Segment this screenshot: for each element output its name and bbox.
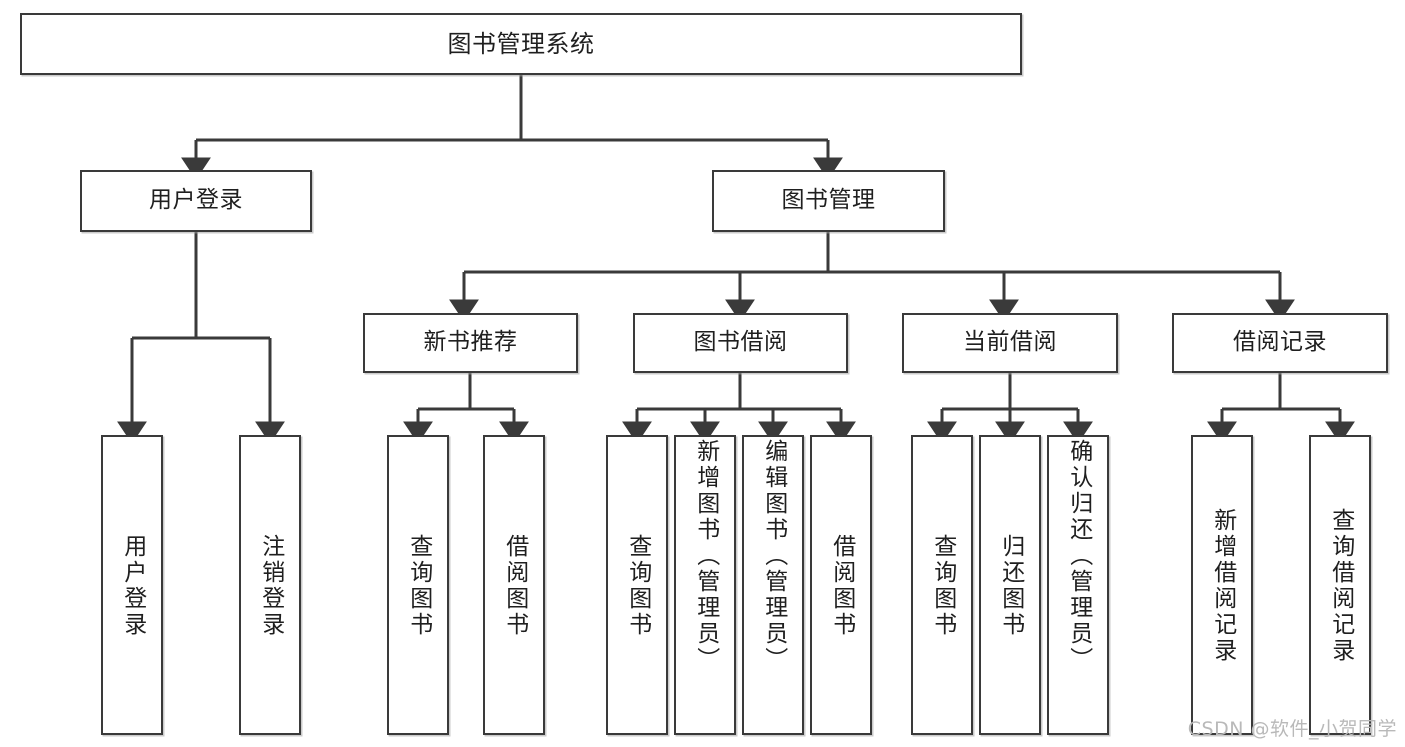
csdn-watermark: CSDN @软件_小贺同学 — [1187, 718, 1397, 740]
leaf-label: 查询图书 — [405, 534, 432, 638]
leaf-book-borrow-add-book-admin[interactable]: 新增图书（管理员） — [674, 435, 736, 735]
node-borrow-record-label: 借阅记录 — [1233, 329, 1327, 356]
leaf-current-borrow-confirm-return-admin[interactable]: 确认归还（管理员） — [1047, 435, 1109, 735]
node-current-borrow[interactable]: 当前借阅 — [902, 313, 1118, 373]
node-root-book-management-system[interactable]: 图书管理系统 — [20, 13, 1022, 75]
leaf-user-login-logout[interactable]: 注销登录 — [239, 435, 301, 735]
leaf-borrow-record-add-record[interactable]: 新增借阅记录 — [1191, 435, 1253, 735]
leaf-label: 借阅图书 — [828, 534, 855, 638]
leaf-label: 查询借阅记录 — [1327, 508, 1354, 664]
leaf-new-book-borrow-book[interactable]: 借阅图书 — [483, 435, 545, 735]
node-book-management[interactable]: 图书管理 — [712, 170, 945, 232]
node-borrow-record[interactable]: 借阅记录 — [1172, 313, 1388, 373]
leaf-book-borrow-edit-book-admin[interactable]: 编辑图书（管理员） — [742, 435, 804, 735]
leaf-book-borrow-borrow-book[interactable]: 借阅图书 — [810, 435, 872, 735]
node-user-login-label: 用户登录 — [149, 187, 243, 214]
node-root-label: 图书管理系统 — [447, 29, 595, 58]
node-new-book-recommend[interactable]: 新书推荐 — [363, 313, 578, 373]
leaf-label: 编辑图书（管理员） — [760, 439, 787, 673]
leaf-user-login-login[interactable]: 用户登录 — [101, 435, 163, 735]
leaf-new-book-query-book[interactable]: 查询图书 — [387, 435, 449, 735]
node-book-borrow[interactable]: 图书借阅 — [633, 313, 848, 373]
node-new-book-recommend-label: 新书推荐 — [423, 329, 518, 356]
leaf-label: 注销登录 — [257, 534, 284, 638]
leaf-label: 归还图书 — [997, 534, 1024, 638]
node-book-management-label: 图书管理 — [781, 187, 876, 214]
leaf-label: 确认归还（管理员） — [1065, 439, 1092, 673]
leaf-current-borrow-return-book[interactable]: 归还图书 — [979, 435, 1041, 735]
leaf-current-borrow-query-book[interactable]: 查询图书 — [911, 435, 973, 735]
node-current-borrow-label: 当前借阅 — [963, 329, 1057, 356]
leaf-label: 用户登录 — [119, 534, 146, 638]
node-book-borrow-label: 图书借阅 — [693, 329, 788, 356]
leaf-label: 查询图书 — [624, 534, 651, 638]
leaf-borrow-record-query-record[interactable]: 查询借阅记录 — [1309, 435, 1371, 735]
leaf-label: 查询图书 — [929, 534, 956, 638]
leaf-book-borrow-query-book[interactable]: 查询图书 — [606, 435, 668, 735]
leaf-label: 新增图书（管理员） — [692, 439, 719, 673]
node-user-login[interactable]: 用户登录 — [80, 170, 312, 232]
leaf-label: 新增借阅记录 — [1209, 508, 1236, 664]
leaf-label: 借阅图书 — [501, 534, 528, 638]
